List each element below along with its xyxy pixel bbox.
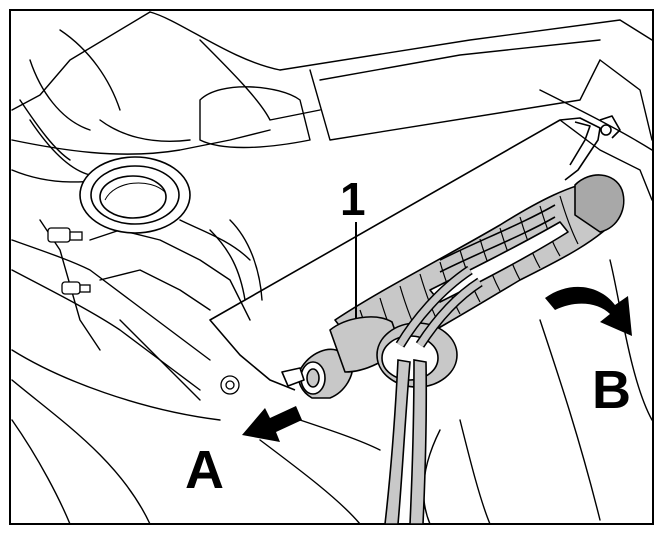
wiring-harness xyxy=(334,174,625,366)
grommet-and-cables xyxy=(376,265,483,525)
sensor-wire-loop xyxy=(209,115,621,391)
callout-label-1: 1 xyxy=(340,173,366,225)
arrow-a-icon xyxy=(242,406,302,442)
arrow-b-icon xyxy=(545,286,632,336)
filler-opening xyxy=(79,156,191,234)
frame-border xyxy=(9,9,654,525)
mounting-studs xyxy=(47,227,240,395)
callout-label-b: B xyxy=(592,360,631,420)
callout-label-a: A xyxy=(185,440,224,500)
background-body-panels xyxy=(11,11,653,525)
